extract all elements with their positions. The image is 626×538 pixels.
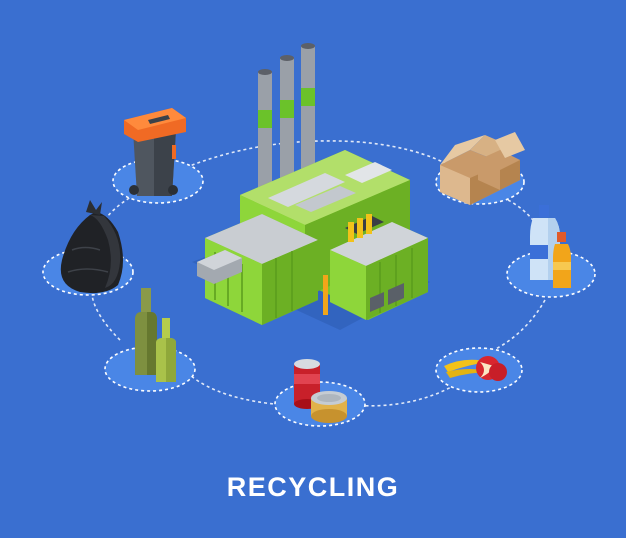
glass-bottles-icon	[135, 288, 176, 382]
trash-bin-icon	[124, 108, 186, 196]
factory-icon	[192, 43, 430, 330]
food-waste-icon	[444, 356, 507, 381]
page-title: RECYCLING	[226, 472, 400, 502]
garbage-bag-icon	[60, 200, 123, 294]
plastic-bottles-icon	[530, 205, 571, 288]
cardboard-box-icon	[440, 132, 525, 205]
metal-cans-icon	[294, 359, 347, 423]
chimneys	[258, 43, 315, 192]
